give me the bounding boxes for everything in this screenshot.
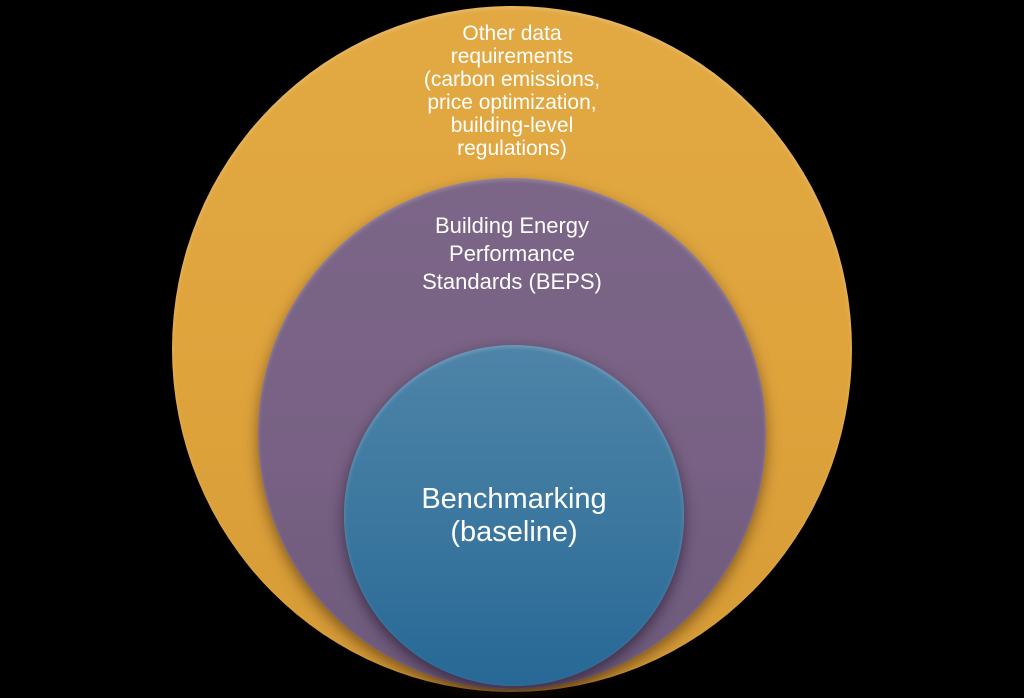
outer-label-line-2: requirements [450,45,574,68]
inner-circle-benchmarking [344,345,684,686]
outer-label-line-6: regulations) [457,137,567,160]
middle-circle-label: Building Energy Performance Standards (B… [302,212,722,296]
inner-circle-label: Benchmarking (baseline) [304,483,724,549]
middle-label-line-3: Standards (BEPS) [422,269,602,294]
outer-label-line-1: Other data [462,22,562,45]
inner-label-line-1: Benchmarking [421,483,607,515]
outer-label-line-4: price optimization, [427,91,597,114]
outer-label-line-5: building-level [450,114,574,137]
middle-label-line-1: Building Energy [434,213,590,238]
outer-label-line-3: (carbon emissions, [423,68,601,91]
outer-circle-label: Other data requirements (carbon emission… [302,22,722,160]
middle-label-line-2: Performance [449,241,575,266]
inner-label-line-2: (baseline) [450,516,578,548]
